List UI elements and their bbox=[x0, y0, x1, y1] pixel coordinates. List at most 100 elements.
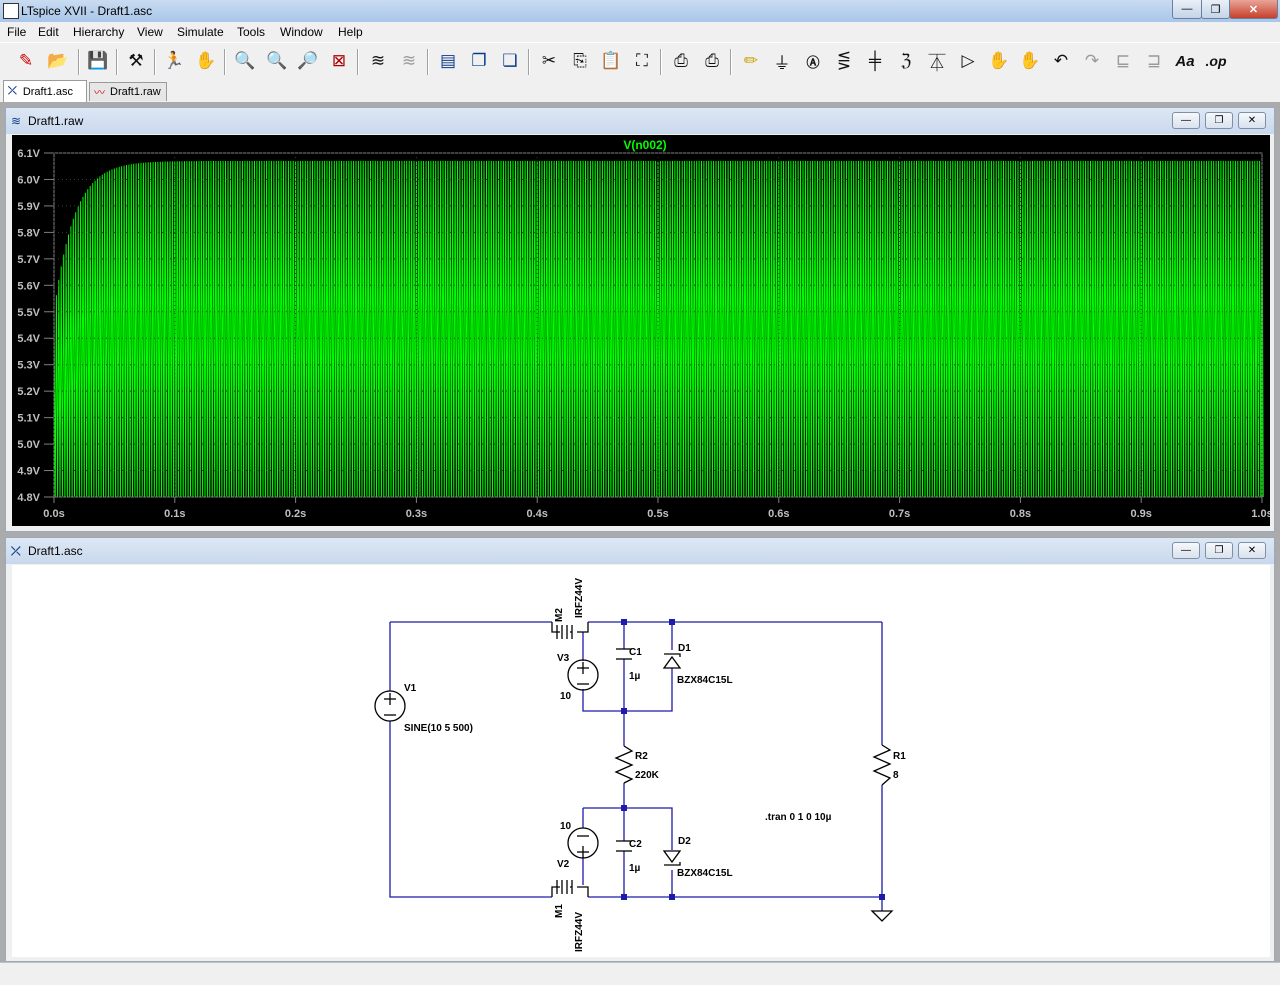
v3-value[interactable]: 10 bbox=[560, 691, 572, 702]
maximize-button[interactable]: ❐ bbox=[1201, 0, 1230, 19]
spice-directive[interactable]: .tran 0 1 0 10µ bbox=[765, 812, 832, 823]
redo-icon[interactable]: ↷ bbox=[1084, 51, 1100, 70]
cascade-icon[interactable]: ❐ bbox=[471, 51, 487, 70]
menu-simulate[interactable]: Simulate bbox=[177, 25, 224, 39]
v2-value[interactable]: 10 bbox=[560, 821, 572, 832]
control-panel-icon[interactable]: ⚒ bbox=[128, 51, 144, 70]
pan-icon[interactable]: 🔍 bbox=[266, 51, 288, 70]
y-tick-label: 4.9V bbox=[17, 466, 40, 478]
x-tick-label: 0.2s bbox=[285, 508, 306, 520]
m2-name[interactable]: M2 bbox=[554, 608, 565, 622]
toolbar-separator bbox=[528, 49, 530, 75]
r1-name[interactable]: R1 bbox=[893, 751, 906, 762]
tile-vertical-icon[interactable]: ❏ bbox=[502, 51, 518, 70]
print-setup-icon[interactable]: ⎙ bbox=[705, 51, 719, 70]
rotate-icon[interactable]: ⊑ bbox=[1115, 51, 1131, 70]
components bbox=[374, 622, 894, 922]
d2-value[interactable]: BZX84C15L bbox=[677, 868, 733, 879]
menu-window[interactable]: Window bbox=[280, 25, 323, 39]
v2-name[interactable]: V2 bbox=[557, 859, 570, 870]
schematic-canvas[interactable]: V1 SINE(10 5 500) V3 10 10 V2 C1 1µ C2 1… bbox=[12, 565, 1270, 957]
y-tick-label: 6.1V bbox=[17, 148, 40, 160]
x-tick-label: 0.1s bbox=[164, 508, 185, 520]
m1-model[interactable]: IRFZ44V bbox=[574, 912, 585, 952]
c1-value[interactable]: 1µ bbox=[629, 671, 641, 682]
x-tick-label: 1.0s bbox=[1251, 508, 1270, 520]
schematic-close-button[interactable]: ✕ bbox=[1238, 542, 1266, 559]
waveform-dim-icon[interactable]: ≋ bbox=[401, 51, 417, 70]
menu-file[interactable]: File bbox=[7, 25, 27, 39]
menu-view[interactable]: View bbox=[137, 25, 163, 39]
open-icon[interactable]: 📂 bbox=[47, 51, 69, 70]
waveform-restore-button[interactable]: ❐ bbox=[1205, 112, 1233, 129]
schematic-restore-button[interactable]: ❐ bbox=[1205, 542, 1233, 559]
zoom-out-icon[interactable]: 🔎 bbox=[297, 51, 319, 70]
label-icon[interactable]: Ⓐ bbox=[806, 54, 820, 70]
title-bar: LTspice XVII - Draft1.asc — ❐ ✕ bbox=[0, 0, 1280, 23]
halt-icon[interactable]: ✋ bbox=[195, 51, 217, 70]
resistor-icon[interactable]: ⋚ bbox=[836, 51, 852, 70]
cut-icon[interactable]: ✂ bbox=[541, 51, 557, 70]
mirror-icon[interactable]: ⊒ bbox=[1146, 51, 1162, 70]
r2-value[interactable]: 220K bbox=[635, 770, 660, 781]
m2-model[interactable]: IRFZ44V bbox=[574, 578, 585, 618]
toolbar: ✎ 📂 💾 ⚒ 🏃 ✋ 🔍 🔍 🔎 ⊠ ≋ ≋ ▤ ❐ ❏ ✂ ⎘ 📋 ⛶ ⎙ … bbox=[0, 42, 1280, 82]
r2-name[interactable]: R2 bbox=[635, 751, 648, 762]
save-icon[interactable]: 💾 bbox=[87, 51, 109, 70]
waveform-close-button[interactable]: ✕ bbox=[1238, 112, 1266, 129]
d2-name[interactable]: D2 bbox=[678, 836, 691, 847]
capacitor-icon[interactable]: ╪ bbox=[868, 51, 882, 70]
drag-icon[interactable]: ✋ bbox=[1019, 51, 1041, 70]
tab-draft1-asc[interactable]: ⤫ Draft1.asc bbox=[3, 80, 87, 102]
trace-label[interactable]: V(n002) bbox=[623, 138, 666, 152]
diode-icon[interactable]: ⏄ bbox=[928, 53, 946, 73]
move-icon[interactable]: ✋ bbox=[988, 51, 1010, 70]
tab-draft1-raw[interactable]: 〰 Draft1.raw bbox=[89, 82, 167, 101]
menu-edit[interactable]: Edit bbox=[38, 25, 59, 39]
m1-name[interactable]: M1 bbox=[554, 904, 565, 918]
menu-tools[interactable]: Tools bbox=[237, 25, 266, 39]
tile-horizontal-icon[interactable]: ▤ bbox=[439, 51, 457, 70]
waveform-icon[interactable]: ≋ bbox=[370, 51, 386, 70]
c2-name[interactable]: C2 bbox=[629, 839, 642, 850]
toolbar-separator bbox=[660, 49, 662, 75]
component-icon[interactable]: ▷ bbox=[961, 51, 975, 70]
zoom-in-icon[interactable]: 🔍 bbox=[234, 51, 256, 70]
r1-value[interactable]: 8 bbox=[893, 770, 899, 781]
menu-hierarchy[interactable]: Hierarchy bbox=[73, 25, 125, 39]
zoom-fit-icon[interactable]: ⊠ bbox=[331, 51, 347, 70]
menu-help[interactable]: Help bbox=[338, 25, 363, 39]
ground-icon[interactable]: ⏚ bbox=[773, 53, 791, 73]
d1-name[interactable]: D1 bbox=[678, 643, 691, 654]
copy-icon[interactable]: ⎘ bbox=[573, 51, 587, 70]
find-icon[interactable]: ⛶ bbox=[636, 51, 648, 70]
new-schematic-icon[interactable]: ✎ bbox=[18, 51, 34, 70]
x-tick-label: 0.9s bbox=[1130, 508, 1151, 520]
waveform-icon: 〰 bbox=[94, 87, 105, 99]
c1-name[interactable]: C1 bbox=[629, 647, 642, 658]
v1-value[interactable]: SINE(10 5 500) bbox=[404, 723, 473, 734]
paste-icon[interactable]: 📋 bbox=[600, 51, 622, 70]
trace-v-n002[interactable] bbox=[53, 160, 1264, 498]
undo-icon[interactable]: ↶ bbox=[1053, 51, 1069, 70]
c2-value[interactable]: 1µ bbox=[629, 863, 641, 874]
status-bar bbox=[0, 962, 1280, 985]
wire-icon[interactable]: ✏ bbox=[743, 51, 759, 70]
spice-directive-icon[interactable]: .op bbox=[1205, 53, 1227, 69]
run-icon[interactable]: 🏃 bbox=[163, 51, 185, 70]
schematic-minimize-button[interactable]: — bbox=[1172, 542, 1200, 559]
waveform-minimize-button[interactable]: — bbox=[1172, 112, 1200, 129]
print-icon[interactable]: ⎙ bbox=[674, 51, 688, 70]
v3-name[interactable]: V3 bbox=[557, 653, 570, 664]
inductor-icon[interactable]: ℨ bbox=[900, 51, 912, 70]
text-icon[interactable]: Aa bbox=[1175, 52, 1195, 70]
v1-name[interactable]: V1 bbox=[404, 683, 417, 694]
waveform-icon: ≋ bbox=[11, 114, 22, 128]
d1-value[interactable]: BZX84C15L bbox=[677, 675, 733, 686]
x-tick-label: 0.5s bbox=[647, 508, 668, 520]
schematic-icon: ⤫ bbox=[11, 544, 21, 558]
minimize-button[interactable]: — bbox=[1172, 0, 1202, 19]
close-button[interactable]: ✕ bbox=[1229, 0, 1278, 19]
toolbar-separator bbox=[357, 49, 359, 75]
